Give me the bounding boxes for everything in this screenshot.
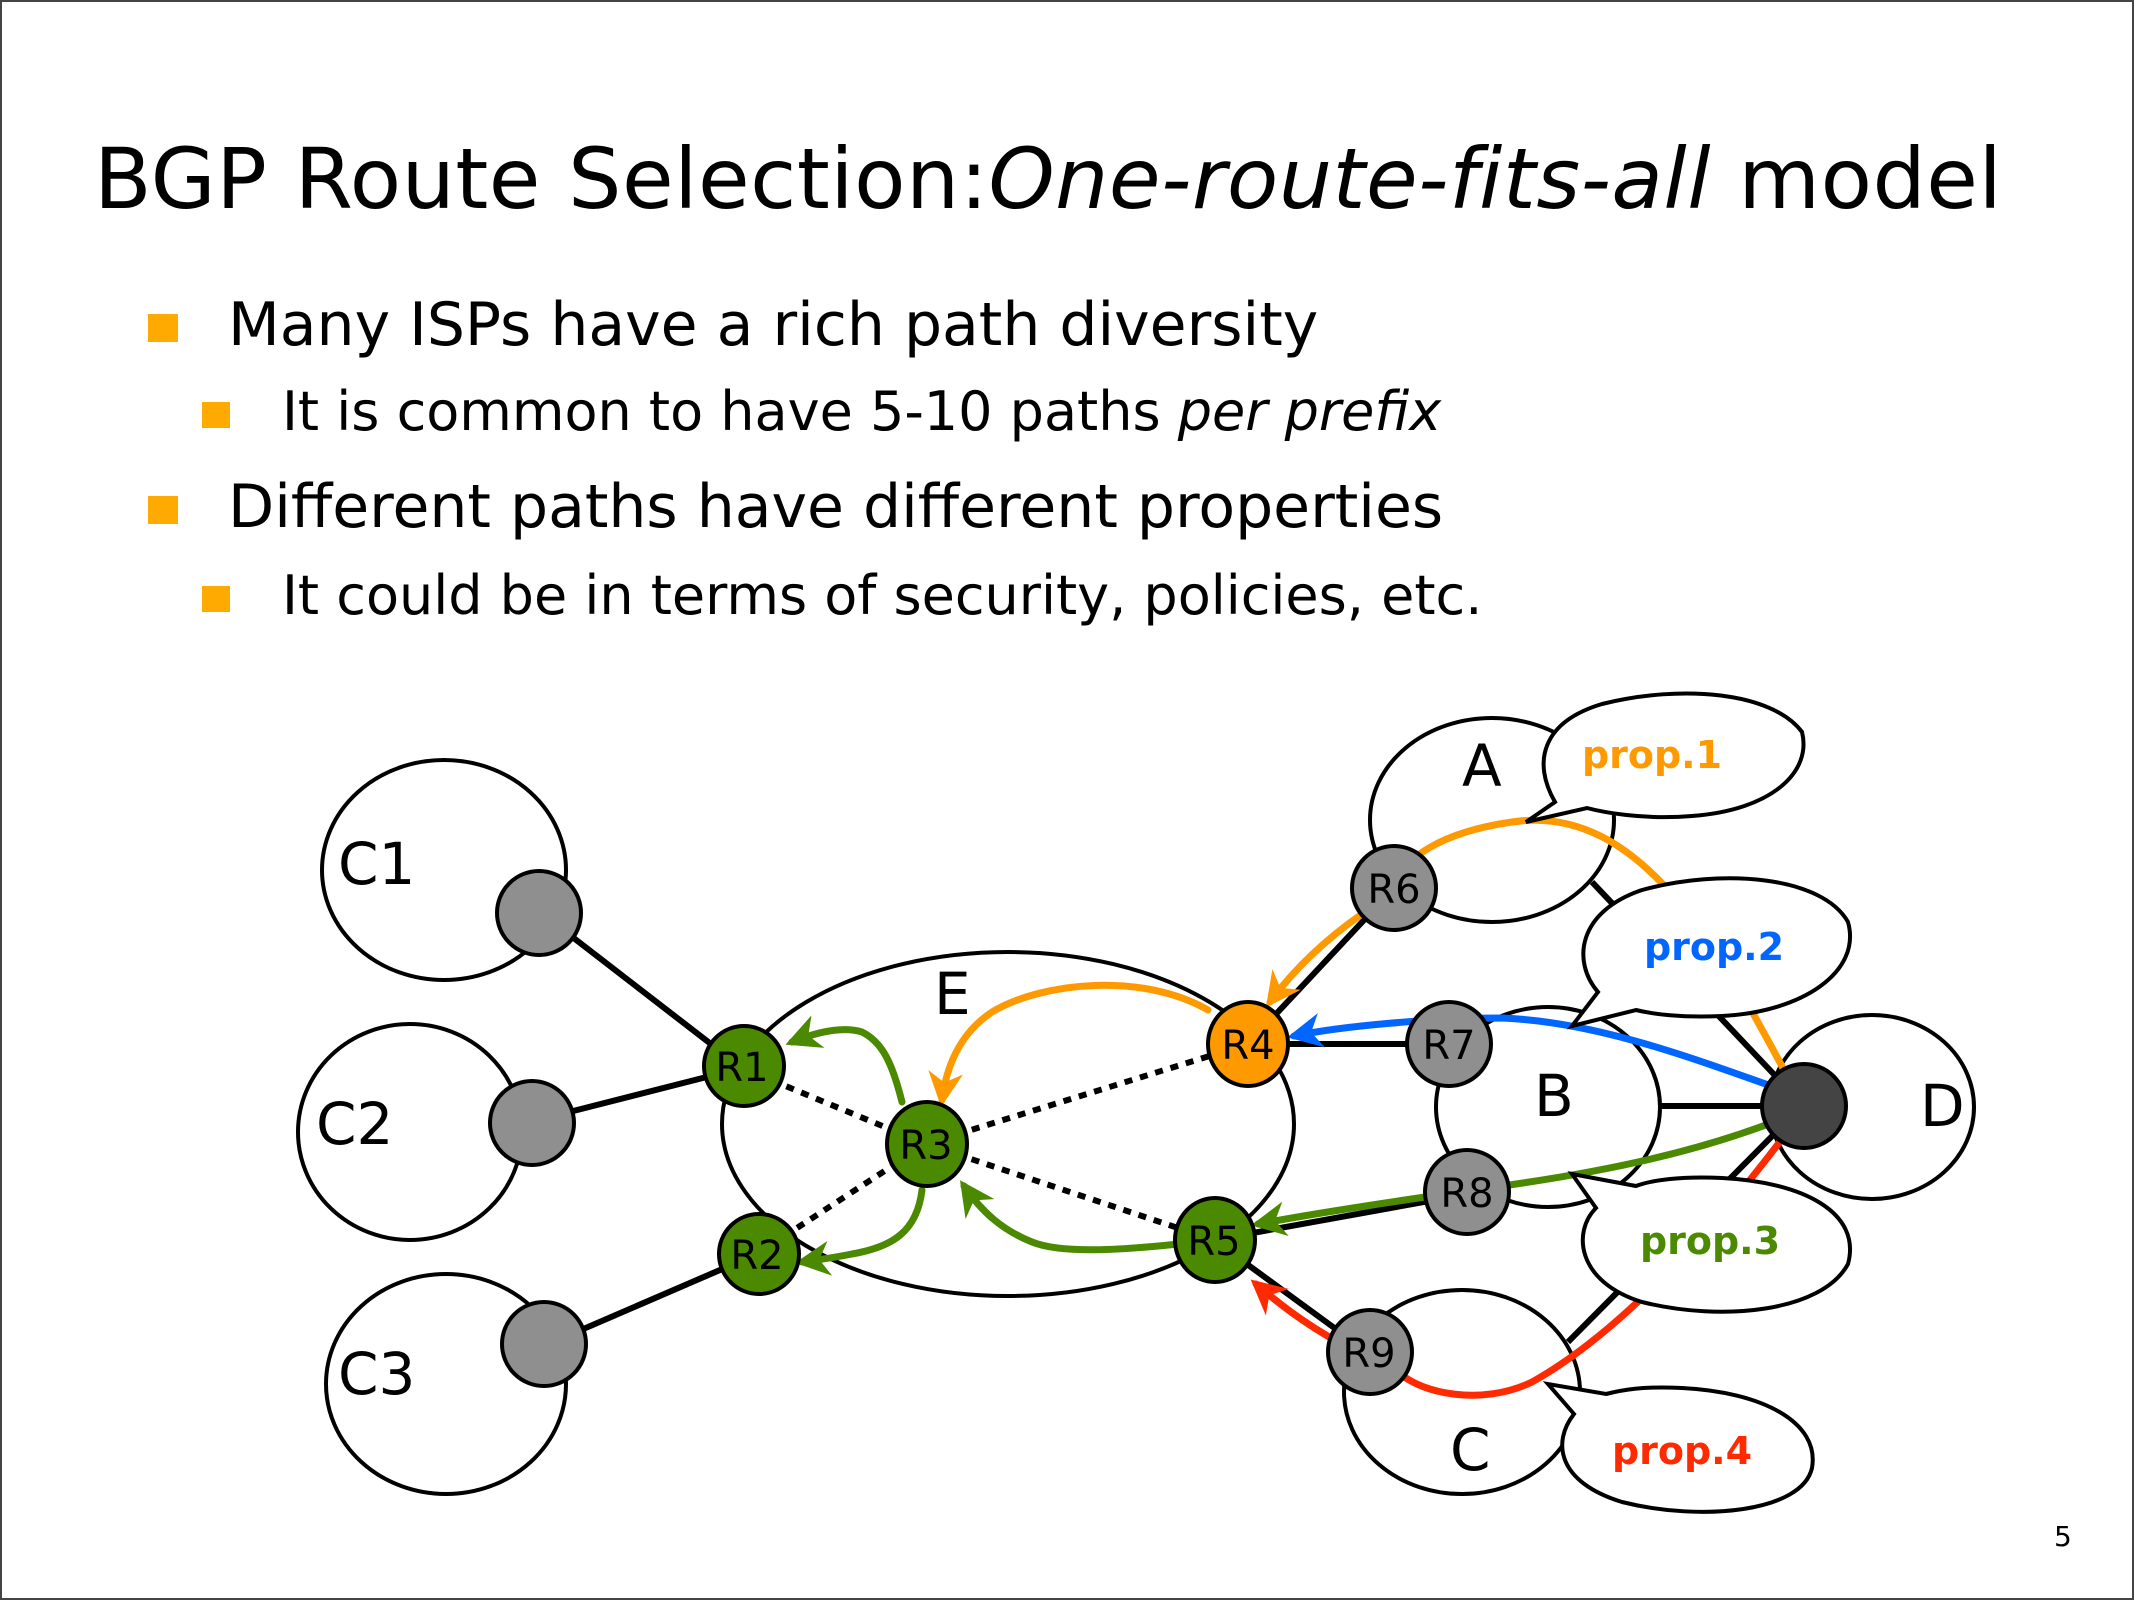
prop2-label: prop.2: [1644, 925, 1784, 969]
router-r3[interactable]: [885, 1100, 969, 1188]
domain-label-c2: C2: [316, 1090, 393, 1158]
ibgp-r3-r5: [925, 1141, 1215, 1243]
bubble-prop3: [1567, 1171, 1852, 1314]
square-bullet-icon: [202, 586, 230, 612]
prop4-label: prop.4: [1612, 1429, 1752, 1473]
slide-title: BGP Route Selection:One-route-fits-all m…: [94, 130, 2002, 228]
router-d-border[interactable]: [1760, 1062, 1848, 1150]
router-r5[interactable]: [1173, 1196, 1257, 1284]
route-prop3-r3-to-r1: [785, 1015, 906, 1106]
router-c3-border[interactable]: [500, 1300, 588, 1388]
router-label-r1: R1: [715, 1045, 768, 1091]
router-r1[interactable]: [702, 1024, 786, 1108]
router-r2[interactable]: [717, 1212, 801, 1296]
bullet-text: It is common to have 5-10 paths: [282, 380, 1178, 443]
route-prop1-r4-to-r3: [928, 981, 1212, 1107]
router-r7[interactable]: [1405, 1000, 1493, 1088]
route-prop4-r9-to-r5: [1250, 1279, 1342, 1346]
router-c1-border[interactable]: [495, 869, 583, 957]
route-prop2-d-to-r4: [1287, 1013, 1798, 1098]
title-tail: model: [1711, 130, 2003, 228]
domain-label-c: C: [1450, 1416, 1491, 1484]
router-label-r7: R7: [1422, 1023, 1475, 1069]
bullet-text: Many ISPs have a rich path diversity: [228, 290, 1319, 360]
router-label-r6: R6: [1367, 867, 1420, 913]
domain-e: [720, 950, 1296, 1298]
route-prop3-r3-to-r2: [795, 1186, 926, 1276]
router-label-r8: R8: [1440, 1171, 1493, 1217]
route-prop1-r6-to-r4: [1265, 910, 1366, 1008]
page-number: 5: [2054, 1520, 2072, 1553]
title-italic: One-route-fits-all: [988, 130, 1712, 228]
router-label-r2: R2: [730, 1233, 783, 1279]
bullet-text-italic: per prefix: [1177, 380, 1442, 443]
bubble-prop2: [1566, 876, 1852, 1030]
prop1-label: prop.1: [1582, 733, 1722, 777]
domain-label-e: E: [934, 960, 971, 1028]
title-plain: BGP Route Selection:: [94, 130, 989, 228]
router-r9[interactable]: [1326, 1308, 1414, 1396]
domain-label-c3: C3: [338, 1340, 415, 1408]
router-label-r3: R3: [899, 1123, 952, 1169]
router-label-r9: R9: [1342, 1331, 1395, 1377]
domain-label-a: A: [1462, 732, 1502, 800]
domain-label-c1: C1: [338, 830, 415, 898]
router-label-r4: R4: [1221, 1023, 1274, 1069]
domain-label-b: B: [1534, 1062, 1574, 1130]
router-r8[interactable]: [1423, 1148, 1511, 1236]
bubble-prop4: [1542, 1381, 1815, 1514]
router-r4[interactable]: [1206, 1000, 1290, 1088]
square-bullet-icon: [148, 496, 178, 524]
bubble-prop1: [1524, 691, 1806, 824]
square-bullet-icon: [202, 402, 230, 428]
prop3-label: prop.3: [1640, 1219, 1780, 1263]
router-r6[interactable]: [1350, 844, 1438, 932]
square-bullet-icon: [148, 314, 178, 342]
bullet-text: It could be in terms of security, polici…: [282, 564, 1483, 627]
route-prop3-r5-to-r3: [960, 1180, 1182, 1254]
domain-label-d: D: [1920, 1072, 1965, 1140]
router-c2-border[interactable]: [488, 1079, 576, 1167]
bullet-text: Different paths have different propertie…: [228, 472, 1444, 542]
router-label-r5: R5: [1187, 1219, 1240, 1265]
